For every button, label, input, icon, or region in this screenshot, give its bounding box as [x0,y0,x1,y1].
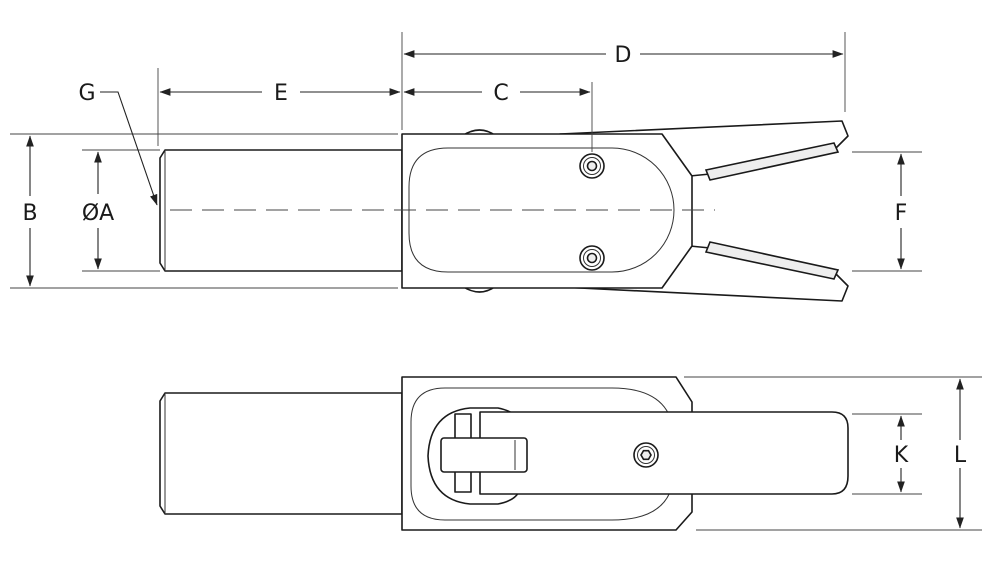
label-b: B [22,201,37,226]
dimension-k: K [894,415,909,493]
hex-screw [633,442,659,468]
screw-upper [579,153,605,179]
dimension-l: L [954,378,967,529]
label-f: F [895,201,908,226]
extension-lines [10,32,982,531]
label-a: ØA [82,201,114,226]
dimension-g: G [78,81,158,206]
dimension-d: D [403,43,844,68]
dimension-e: E [159,81,401,106]
label-c: C [493,81,508,106]
shaft-side-view [159,392,403,515]
dimension-c: C [403,81,591,106]
side-recess [410,387,675,521]
label-d: D [615,43,632,68]
dimension-a: ØA [82,151,114,270]
dimension-b: B [22,135,38,287]
label-g: G [78,81,95,106]
jaw-lever [479,411,849,495]
upper-jaw-pad [704,142,840,181]
top-view [159,120,849,302]
body-recess [408,147,675,273]
lower-jaw-pad [704,241,840,280]
gripper-body-top-view [401,133,693,289]
screw-lower [579,245,605,271]
dimension-f: F [895,153,908,270]
label-k: K [894,443,909,468]
label-l: L [954,443,967,468]
label-e: E [274,81,288,106]
pin-block [440,437,528,473]
side-view [159,376,849,531]
